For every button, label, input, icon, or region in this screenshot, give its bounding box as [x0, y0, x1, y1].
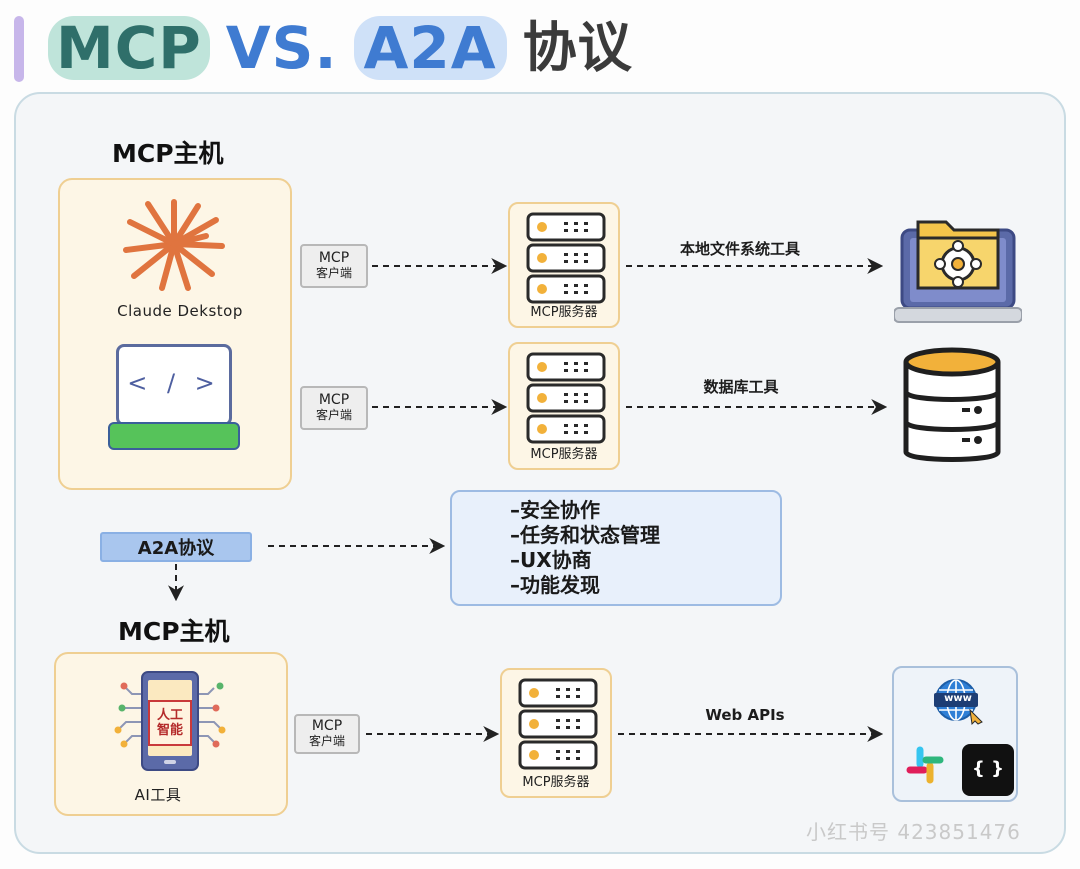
slack-icon: [906, 746, 944, 784]
feature-ux-negotiation: –UX协商: [510, 548, 592, 572]
edge-label-database: 数据库工具: [703, 378, 779, 396]
watermark: 小红书号 423851476: [806, 820, 1021, 844]
server-icon: [526, 212, 606, 304]
laptop-base-icon: [108, 422, 240, 450]
claude-logo-icon: [123, 199, 225, 291]
client-3-line1: MCP: [311, 718, 343, 734]
server-3-label: MCP服务器: [522, 775, 590, 790]
code-glyph: < / >: [127, 369, 221, 397]
claude-desktop-label: Claude Dekstop: [117, 302, 243, 320]
mcp-client-2: MCP 客户端: [300, 386, 368, 430]
a2a-features-box: –安全协作 –任务和状态管理 –UX协商 –功能发现: [450, 490, 782, 606]
mcp-client-3: MCP 客户端: [294, 714, 360, 754]
mcp-client-1: MCP 客户端: [300, 244, 368, 288]
client-2-line1: MCP: [318, 392, 350, 408]
server-icon: [526, 352, 606, 444]
title-accent-bar: [14, 16, 24, 82]
mcp-server-1: MCP服务器: [508, 202, 620, 328]
ai-tool-label: AI工具: [134, 786, 182, 804]
a2a-protocol-badge: A2A协议: [100, 532, 252, 562]
feature-secure-collab: –安全协作: [510, 498, 600, 522]
github-glyph: { }: [972, 758, 1004, 779]
edge-label-files: 本地文件系统工具: [679, 240, 800, 258]
client-1-line2: 客户端: [315, 266, 352, 280]
ai-chip-text-2: 智能: [156, 723, 183, 738]
github-icon: { }: [962, 744, 1014, 796]
title-vs: VS.: [225, 14, 338, 82]
client-2-line2: 客户端: [315, 408, 352, 422]
server-2-label: MCP服务器: [530, 447, 598, 462]
client-1-line1: MCP: [318, 250, 350, 266]
mcp-server-2: MCP服务器: [508, 342, 620, 470]
code-editor-icon: < / >: [116, 344, 232, 426]
server-icon: [518, 678, 598, 770]
top-host-title: MCP主机: [112, 139, 224, 168]
client-3-line2: 客户端: [308, 734, 345, 748]
title-a2a: A2A: [353, 16, 507, 80]
globe-www-icon: [934, 679, 983, 726]
www-text: www: [944, 693, 972, 704]
edge-label-web-apis: Web APIs: [705, 706, 785, 724]
ai-chip-badge: 人工 智能: [148, 700, 192, 746]
page-title: MCP VS. A2A 协议: [48, 8, 633, 88]
title-mcp: MCP: [48, 16, 210, 80]
file-system-laptop-icon: [894, 220, 1022, 323]
database-icon: [903, 347, 1001, 462]
mcp-server-3: MCP服务器: [500, 668, 612, 798]
feature-capability-discovery: –功能发现: [510, 573, 600, 597]
bottom-host-title: MCP主机: [118, 617, 230, 646]
ai-chip-text-1: 人工: [156, 708, 183, 723]
feature-task-state: –任务和状态管理: [510, 523, 660, 547]
server-1-label: MCP服务器: [530, 305, 598, 320]
title-suffix: 协议: [522, 16, 633, 79]
